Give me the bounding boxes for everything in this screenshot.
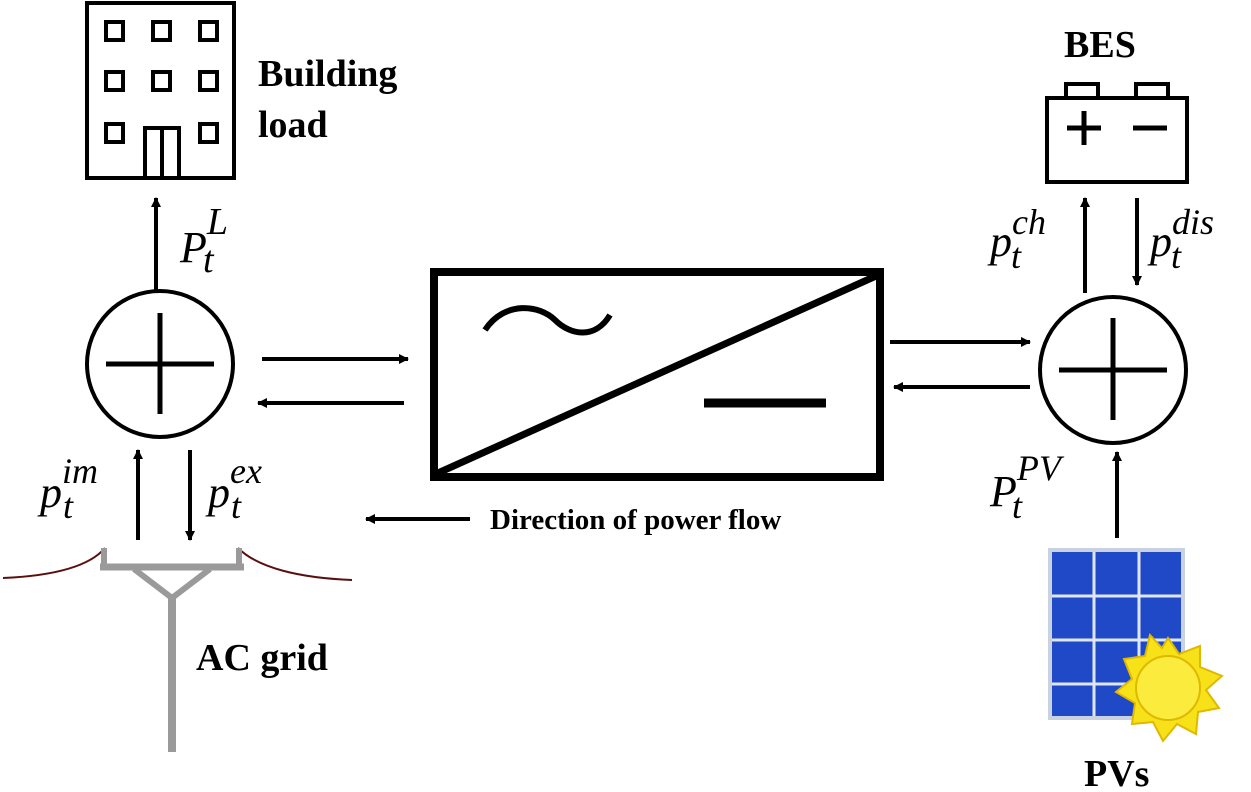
utility-pole-icon (2, 547, 353, 752)
sun-icon (1114, 632, 1224, 743)
import-symbol-subscript: t (63, 486, 74, 526)
discharge-symbol-subscript: t (1171, 236, 1182, 276)
pvs-label: PVs (1084, 753, 1149, 792)
load-symbol-subscript: t (203, 239, 215, 281)
load-symbol: PL (179, 201, 228, 272)
direction-label: Direction of power flow (490, 504, 781, 536)
discharge-symbol: pdis (1147, 202, 1214, 266)
converter-icon (430, 268, 884, 481)
battery-icon (1045, 82, 1189, 184)
import-symbol: pim (37, 451, 98, 517)
charge-symbol: pch (987, 202, 1046, 266)
right-summing-junction-icon (1038, 295, 1188, 445)
ac-grid-label: AC grid (196, 637, 328, 679)
charge-symbol-subscript: t (1011, 236, 1022, 276)
export-symbol: pex (205, 451, 262, 517)
export-symbol-subscript: t (231, 486, 242, 526)
building-label-line1: Building (258, 53, 397, 95)
left-summing-junction-icon (85, 289, 235, 439)
pv-symbol: PPV (989, 448, 1065, 516)
pv-symbol-subscript: t (1012, 486, 1023, 526)
building-label-line2: load (258, 104, 328, 146)
bes-label: BES (1064, 24, 1136, 66)
building-icon (85, 1, 236, 180)
